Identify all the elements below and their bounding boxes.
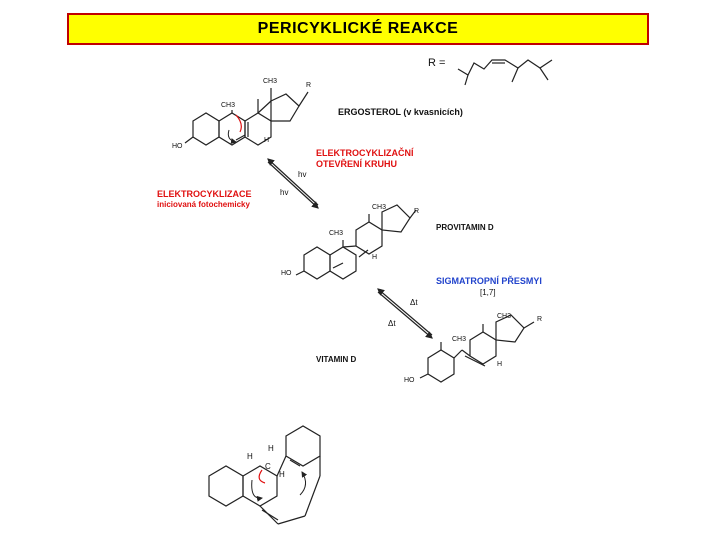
curved-arrow-mech-1 [251, 479, 263, 502]
mechanism-structure [208, 425, 321, 525]
back-arrow-dt [377, 288, 433, 336]
page-title: PERICYKLICKÉ REAKCE [257, 20, 459, 37]
provitamin-ch3-mid: CH3 [329, 230, 344, 237]
vitamin-name: VITAMIN D [316, 355, 357, 364]
dt-forward-label: Δt [410, 298, 418, 307]
red-hydrogen-shift [258, 469, 266, 484]
sigmatropic-sub: [1,7] [480, 288, 496, 297]
ergosterol-structure [184, 88, 309, 146]
provitamin-r: R [414, 208, 420, 215]
provitamin-name: PROVITAMIN D [436, 223, 494, 232]
ergosterol-ch3-mid: CH3 [221, 102, 236, 109]
curved-arrow-mech-2 [299, 471, 308, 496]
curved-arrow-ergosterol [227, 129, 237, 144]
hv-forward-label: hv [298, 170, 307, 179]
ergosterol-name: ERGOSTEROL (v kvasnicích) [338, 107, 463, 117]
vitamin-h: H [497, 361, 503, 368]
dt-back-label: Δt [388, 319, 396, 328]
provitamin-ho: HO [281, 270, 292, 277]
vitamin-ch3-mid: CH3 [452, 336, 467, 343]
vitamin-ho: HO [404, 377, 415, 384]
mech-h-right: H [279, 470, 285, 479]
red-bond-marker [235, 114, 242, 133]
side-chain-structure [457, 59, 553, 86]
vitamin-ch3-top: CH3 [497, 313, 512, 320]
mech-h-top: H [268, 444, 274, 453]
provitamin-ch3-top: CH3 [372, 204, 387, 211]
back-arrow-hv [267, 158, 319, 206]
electrocyclization-sub: iniciovaná fotochemicky [157, 200, 250, 209]
side-chain-label: R = [428, 57, 446, 69]
electrocyclic-opening-label-2: OTEVŘENÍ KRUHU [316, 159, 398, 169]
provitamin-structure [295, 204, 417, 280]
ergosterol-r: R [306, 82, 312, 89]
vitamin-d-structure [419, 314, 535, 383]
provitamin-h: H [372, 254, 378, 261]
forward-arrow-dt [377, 291, 433, 339]
title-banner: PERICYKLICKÉ REAKCE [67, 13, 649, 45]
forward-arrow-hv [267, 161, 319, 209]
sigmatropic-label: SIGMATROPNÍ PŘESMYI [436, 276, 542, 286]
mech-c: C [265, 462, 271, 471]
ergosterol-h: H [264, 137, 270, 144]
electrocyclic-opening-label-1: ELEKTROCYKLIZAČNÍ [316, 148, 414, 158]
hv-back-label: hv [280, 188, 289, 197]
mech-h-left: H [247, 452, 253, 461]
ergosterol-ho: HO [172, 143, 183, 150]
vitamin-r: R [537, 316, 543, 323]
ergosterol-ch3-top: CH3 [263, 78, 278, 85]
electrocyclization-label: ELEKTROCYKLIZACE [157, 189, 252, 199]
